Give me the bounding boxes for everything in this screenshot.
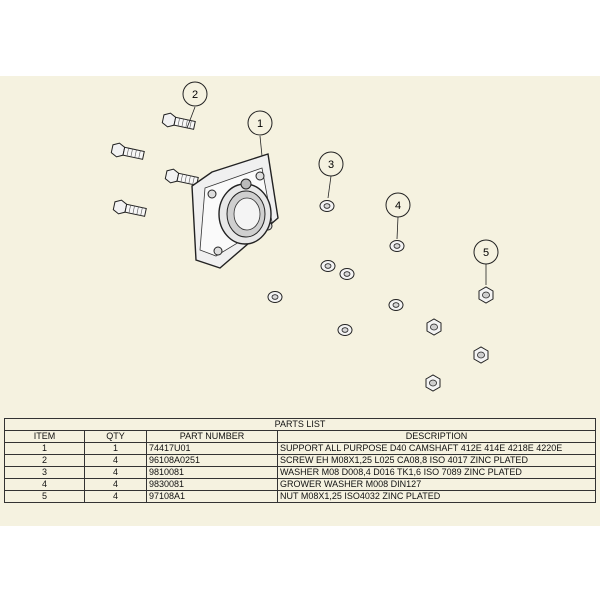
qty-cell: 1 xyxy=(84,442,147,455)
item-cell: 5 xyxy=(4,490,85,503)
part-number-cell: 9830081 xyxy=(146,478,278,491)
parts-list-title: PARTS LIST xyxy=(4,418,596,431)
balloon-label-4: 4 xyxy=(395,200,401,212)
description-cell: SUPPORT ALL PURPOSE D40 CAMSHAFT 412E 41… xyxy=(277,442,596,455)
description-cell: WASHER M08 D008,4 D016 TK1,6 ISO 7089 ZI… xyxy=(277,466,596,479)
part-number-cell: 97108A1 xyxy=(146,490,278,503)
header-part-number: PART NUMBER xyxy=(146,430,278,443)
balloon-label-2: 2 xyxy=(192,89,198,101)
part-number-cell: 74417U01 xyxy=(146,442,278,455)
header-item: ITEM xyxy=(4,430,85,443)
item-balloon-3: 3 xyxy=(318,151,344,177)
description-cell: SCREW EH M08X1,25 L025 CA08,8 ISO 4017 Z… xyxy=(277,454,596,467)
parts-list-header-row: ITEM QTY PART NUMBER DESCRIPTION xyxy=(4,430,596,443)
washer-part xyxy=(267,200,353,336)
balloon-label-5: 5 xyxy=(483,247,489,259)
qty-cell: 4 xyxy=(84,466,147,479)
item-cell: 3 xyxy=(4,466,85,479)
qty-cell: 4 xyxy=(84,490,147,503)
balloon-label-3: 3 xyxy=(328,159,334,171)
exploded-assembly-drawing: 1 2 3 4 5 xyxy=(110,81,499,392)
item-cell: 4 xyxy=(4,478,85,491)
bolt-part xyxy=(110,111,200,220)
support-flange-part xyxy=(191,153,279,269)
qty-cell: 4 xyxy=(84,478,147,491)
part-number-cell: 9810081 xyxy=(146,466,278,479)
description-cell: GROWER WASHER M008 DIN127 xyxy=(277,478,596,491)
item-balloon-1: 1 xyxy=(247,110,273,136)
header-description: DESCRIPTION xyxy=(277,430,596,443)
nut-part xyxy=(425,286,494,392)
table-row: 5 4 97108A1 NUT M08X1,25 ISO4032 ZINC PL… xyxy=(4,490,596,503)
item-cell: 1 xyxy=(4,442,85,455)
item-balloon-4: 4 xyxy=(385,192,411,218)
parts-list-title-row: PARTS LIST xyxy=(4,418,596,431)
qty-cell: 4 xyxy=(84,454,147,467)
item-balloon-2: 2 xyxy=(182,81,208,107)
parts-list-table: PARTS LIST ITEM QTY PART NUMBER DESCRIPT… xyxy=(4,418,596,503)
table-row: 3 4 9810081 WASHER M08 D008,4 D016 TK1,6… xyxy=(4,466,596,479)
header-qty: QTY xyxy=(84,430,147,443)
balloon-label-1: 1 xyxy=(257,118,263,130)
part-number-cell: 96108A0251 xyxy=(146,454,278,467)
table-row: 4 4 9830081 GROWER WASHER M008 DIN127 xyxy=(4,478,596,491)
table-row: 1 1 74417U01 SUPPORT ALL PURPOSE D40 CAM… xyxy=(4,442,596,455)
item-cell: 2 xyxy=(4,454,85,467)
grower-washer-part xyxy=(339,240,405,311)
description-cell: NUT M08X1,25 ISO4032 ZINC PLATED xyxy=(277,490,596,503)
table-row: 2 4 96108A0251 SCREW EH M08X1,25 L025 CA… xyxy=(4,454,596,467)
item-balloon-5: 5 xyxy=(473,239,499,265)
leader-lines xyxy=(186,106,487,285)
